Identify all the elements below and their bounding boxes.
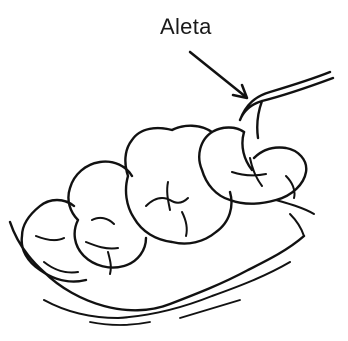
- tooth-fissure: [146, 182, 188, 236]
- flap-label: Aleta: [160, 14, 212, 40]
- gum-line: [10, 222, 304, 310]
- callout-arrow: [190, 52, 247, 98]
- gingival-flap: [240, 72, 333, 170]
- tooth-fissure: [36, 236, 78, 273]
- tooth-fissure: [232, 158, 295, 198]
- tooth-second-molar: [125, 126, 231, 244]
- gum-line: [44, 262, 290, 318]
- gum-line: [90, 300, 240, 325]
- gum-line: [276, 200, 314, 236]
